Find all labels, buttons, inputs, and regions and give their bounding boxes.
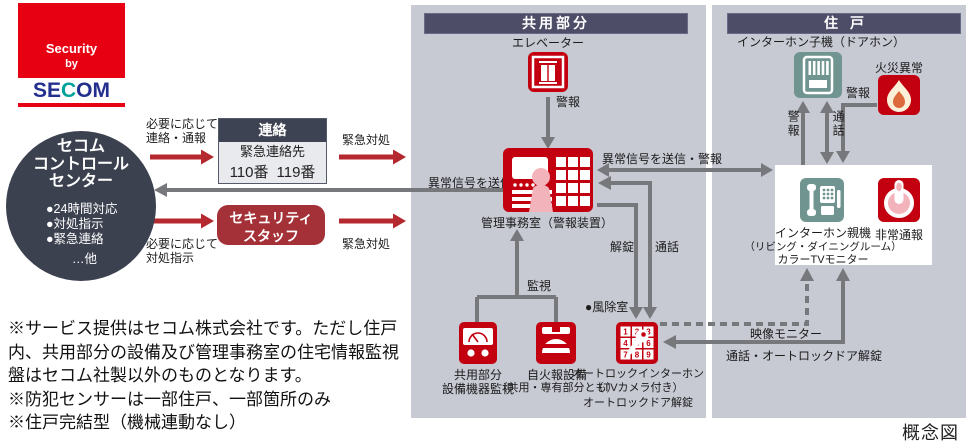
svg-text:9: 9	[646, 351, 651, 360]
fire-alarm-system-icon	[536, 322, 576, 364]
contact-box: 連絡 緊急連絡先 110番 119番	[218, 118, 327, 184]
key-glyph	[627, 329, 649, 355]
need-instruct-label: 必要に応じて対処指示	[146, 237, 219, 266]
management-office-panel-icon	[503, 148, 593, 212]
contact-box-header: 連絡	[219, 119, 326, 142]
autolock-keypad-icon: 123 456 789	[616, 322, 658, 364]
secom-logo-red-block: Security by	[18, 3, 125, 78]
elevator-icon	[528, 52, 568, 92]
vestibule-label: ●風除室	[585, 300, 629, 314]
svg-text:1: 1	[623, 328, 628, 337]
fire-abnormal-label: 火災異常	[874, 61, 924, 75]
control-center-bullets: ●24時間対応 ●対処指示 ●緊急連絡	[46, 201, 118, 247]
svg-text:6: 6	[646, 339, 651, 348]
disclaimer-notes: ※サービス提供はセコム株式会社です。ただし住戸 内、共用部分の設備及び管理事務室…	[8, 319, 399, 432]
dwelling-header: 住戸	[727, 13, 961, 34]
control-center-etc: …他	[72, 251, 98, 266]
svg-text:4: 4	[623, 339, 628, 348]
wordmark-om: OM	[76, 79, 110, 102]
number-119: 119番	[276, 163, 316, 181]
emergency-report-label: 非常通報	[874, 228, 924, 242]
unlock-label: 解錠	[610, 240, 635, 254]
emergency-report-button-icon	[878, 178, 920, 222]
monitor-label: 監視	[527, 279, 552, 293]
emergency-numbers: 110番 119番	[219, 161, 326, 183]
elevator-label: エレベーター	[511, 36, 585, 50]
wordmark-se: SE	[32, 79, 61, 102]
emergency-response-bottom-label: 緊急対処	[342, 237, 391, 251]
control-center-title: セコム コントロール センター	[32, 138, 129, 191]
intercom-parent-label: インターホン親機 （リビング・ダイニングルーム） カラーTVモニター	[744, 226, 902, 267]
common-area-header: 共用部分	[424, 13, 688, 34]
fire-icon	[878, 75, 920, 115]
intercom-parent-icon	[800, 178, 844, 222]
diagram-caption: 概念図	[902, 423, 959, 443]
number-110: 110番	[229, 163, 269, 181]
emergency-contacts-label: 緊急連絡先	[239, 144, 305, 159]
control-center-circle: セコム コントロール センター ●24時間対応 ●対処指示 ●緊急連絡 …他	[6, 131, 156, 281]
abnormal-signal-alarm-label: 異常信号を送信・警報	[602, 152, 723, 166]
management-office-label: 管理事務室（警報装置）	[480, 216, 614, 230]
facility-monitor-label: 共用部分設備機器監視	[441, 368, 515, 397]
svg-text:8: 8	[635, 351, 640, 360]
wordmark-c: C	[61, 79, 77, 102]
fire-alarm-signal-label: 警報	[846, 86, 871, 100]
emergency-response-top-label: 緊急対処	[342, 133, 391, 147]
logo-security-text: Security	[45, 41, 98, 56]
logo-by-text: by	[65, 58, 78, 70]
doorphone-icon	[794, 52, 842, 98]
signal-send-label: 異常信号を送信	[428, 176, 513, 190]
elevator-alarm-label: 警報	[556, 95, 581, 109]
security-staff-box: セキュリティスタッフ	[217, 205, 325, 245]
secom-logo-strip	[18, 103, 125, 107]
secom-wordmark: SECOM	[18, 78, 125, 103]
doorphone-label: インターホン子機（ドアホン）	[736, 35, 906, 49]
svg-text:7: 7	[623, 351, 628, 360]
need-contact-label: 必要に応じて連絡・通報	[146, 117, 219, 146]
facility-monitor-gauge-icon	[459, 322, 497, 364]
svg-text:3: 3	[646, 328, 651, 337]
call-label: 通話	[655, 240, 680, 254]
video-monitor-label: 映像モニター	[750, 327, 823, 341]
fire-alarm-system-label: 自火報設備（共用・専有部分とも）	[496, 368, 618, 395]
autolock-intercom-label: オートロックインターホン（TVカメラ付き）オートロックドア解錠	[572, 368, 704, 409]
dwelling-call-vertical-label: 通話	[831, 110, 846, 138]
dwelling-alarm-vertical-label: 警報	[786, 110, 801, 138]
call-unlock-label: 通話・オートロックドア解錠	[726, 349, 883, 363]
